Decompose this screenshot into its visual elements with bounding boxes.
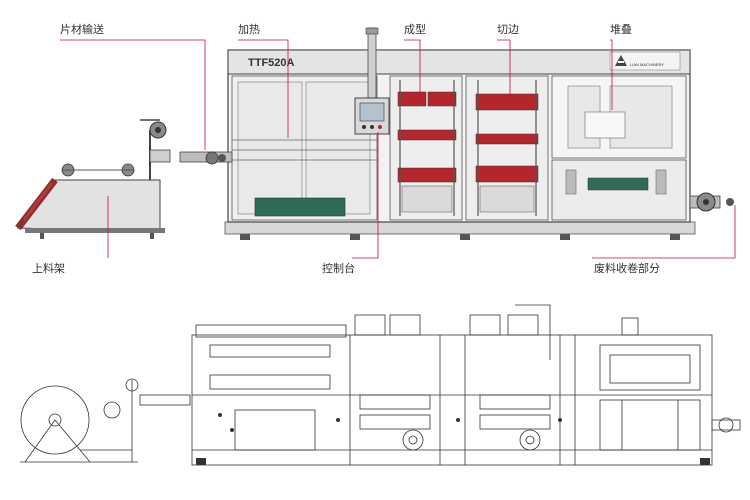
label-waste-winding: 废料收卷部分	[594, 261, 660, 275]
unwind-stand	[15, 119, 171, 239]
line-drawing-details	[196, 413, 710, 465]
label-forming: 成型	[404, 22, 426, 36]
label-heating: 加热	[238, 23, 260, 36]
model-label: TTF520A	[248, 57, 295, 69]
label-unwind-stand: 上料架	[32, 261, 65, 275]
label-control-panel: 控制台	[322, 261, 355, 275]
label-sheet-feeding: 片材输送	[60, 22, 104, 36]
label-stacking: 堆叠	[610, 23, 632, 36]
machine-front-view	[179, 27, 734, 240]
brand-text: LIAN MACHINERY	[630, 62, 664, 67]
brand-logo: LIAN MACHINERY	[615, 55, 664, 67]
label-cutting: 切边	[497, 23, 519, 36]
machine-line-drawing	[20, 304, 741, 466]
leader-lines	[60, 39, 736, 259]
